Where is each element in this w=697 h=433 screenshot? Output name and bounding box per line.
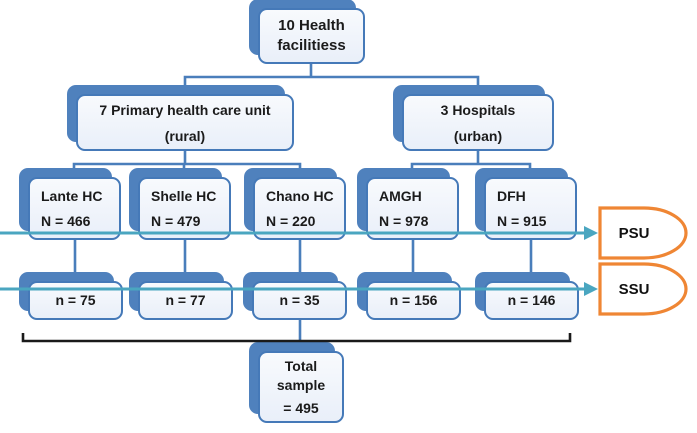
total-line3: = 495 — [283, 399, 319, 416]
rural-group-card: 7 Primary health care unit (rural) — [76, 94, 294, 151]
sample-size: n = 75 — [55, 292, 96, 308]
sample-card: n = 156 — [366, 281, 461, 320]
urban-group-card: 3 Hospitals (urban) — [402, 94, 554, 151]
sample-node-amgh: n = 156 — [357, 272, 461, 320]
facility-population: N = 479 — [151, 212, 201, 229]
sample-size: n = 156 — [389, 292, 438, 308]
total-sample-node: Total sample = 495 — [249, 342, 344, 423]
facility-node-lante: Lante HC N = 466 — [19, 168, 121, 240]
total-sample-card: Total sample = 495 — [258, 351, 344, 423]
sample-size: n = 146 — [507, 292, 556, 308]
total-line2: sample — [276, 376, 326, 393]
facility-node-amgh: AMGH N = 978 — [357, 168, 459, 240]
facility-card: Shelle HC N = 479 — [138, 177, 231, 240]
root-card: 10 Health facilitiess — [258, 8, 365, 64]
urban-group-title: 3 Hospitals — [440, 101, 516, 118]
root-line2: facilitiess — [277, 37, 346, 54]
rural-group-title: 7 Primary health care unit — [99, 101, 271, 118]
root-node: 10 Health facilitiess — [249, 0, 365, 64]
ssu-label: SSU — [618, 280, 650, 298]
facility-name: AMGH — [379, 187, 422, 204]
facility-population: N = 978 — [379, 212, 429, 229]
facility-node-chano: Chano HC N = 220 — [244, 168, 346, 240]
facility-card: Lante HC N = 466 — [28, 177, 121, 240]
facility-population: N = 915 — [497, 212, 547, 229]
facility-name: DFH — [497, 187, 526, 204]
facility-node-dfh: DFH N = 915 — [475, 168, 577, 240]
ssu-arrowhead-icon — [584, 282, 598, 296]
facility-card: Chano HC N = 220 — [253, 177, 346, 240]
facility-name: Shelle HC — [151, 187, 217, 204]
urban-group-subtitle: (urban) — [453, 127, 503, 144]
total-line1: Total — [284, 357, 318, 374]
facility-to-sample-connectors — [73, 240, 533, 281]
sample-node-dfh: n = 146 — [475, 272, 579, 320]
facility-name: Chano HC — [266, 187, 334, 204]
facility-card: AMGH N = 978 — [366, 177, 459, 240]
psu-label: PSU — [618, 224, 650, 242]
sample-size: n = 77 — [165, 292, 206, 308]
facility-node-shelle: Shelle HC N = 479 — [129, 168, 231, 240]
total-bracket — [21, 333, 572, 343]
psu-shape — [598, 206, 688, 260]
sample-size: n = 35 — [279, 292, 320, 308]
rural-group-node: 7 Primary health care unit (rural) — [67, 85, 294, 151]
facility-card: DFH N = 915 — [484, 177, 577, 240]
urban-group-node: 3 Hospitals (urban) — [393, 85, 554, 151]
rural-group-subtitle: (rural) — [164, 127, 206, 144]
facility-population: N = 220 — [266, 212, 316, 229]
root-line1: 10 Health — [278, 17, 345, 34]
ssu-shape — [598, 262, 688, 316]
facility-name: Lante HC — [41, 187, 103, 204]
facility-population: N = 466 — [41, 212, 91, 229]
psu-arrowhead-icon — [584, 226, 598, 240]
